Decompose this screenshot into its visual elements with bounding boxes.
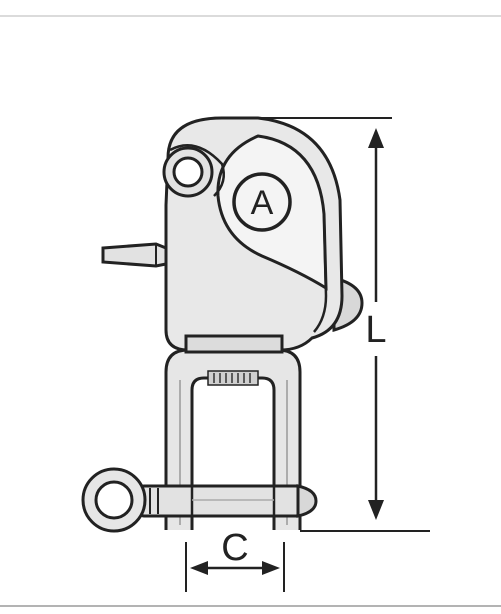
pin-ring bbox=[81, 467, 147, 533]
dimension-l-label: L bbox=[365, 309, 386, 351]
dimension-l-arrow-up bbox=[368, 128, 384, 148]
part-marker-circle bbox=[232, 172, 292, 232]
part-marker-label: A bbox=[251, 184, 274, 222]
dimension-l: L bbox=[262, 117, 430, 532]
swivel-head bbox=[101, 116, 364, 354]
dimension-c: C bbox=[185, 527, 285, 592]
dimension-c-arrow-left bbox=[190, 561, 208, 575]
dimension-l-arrow-down bbox=[368, 500, 384, 520]
dimension-c-label: C bbox=[221, 527, 248, 569]
part-marker: A bbox=[232, 172, 292, 232]
dimension-c-arrow-right bbox=[262, 561, 280, 575]
shackle-pin bbox=[138, 484, 318, 518]
